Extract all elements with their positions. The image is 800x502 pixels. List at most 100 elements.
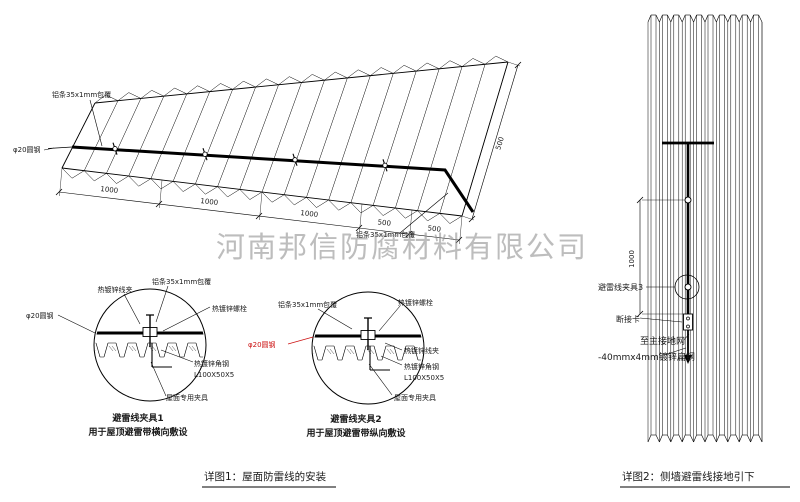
drawing-line [416, 62, 428, 72]
drawing-line [712, 14, 717, 23]
drawing-line [239, 189, 250, 200]
drawing-line [678, 434, 683, 443]
roof-isometric-drawing: 铝条35x1mm包覆 φ20圆钢 铝条35x1mm包覆 1000 1000 10… [13, 55, 522, 245]
drawing-line [670, 434, 675, 443]
label-round-steel-red: φ20圆钢 [248, 340, 276, 349]
drawing-line [659, 14, 663, 23]
drawing-line [307, 349, 311, 354]
drawing-line [409, 348, 415, 355]
label-aluminium-strip-top: 铝条35x1mm包覆 [52, 90, 111, 99]
drawing-line [143, 342, 149, 358]
drawing-line [373, 345, 379, 361]
label-angle-steel-spec: L100X50X5 [194, 371, 234, 379]
drawing-line [701, 14, 706, 23]
detail-circle-2-drawing [307, 291, 425, 405]
leader-line [57, 314, 96, 334]
clamp-mark [292, 157, 298, 163]
drawing-line [386, 348, 392, 355]
drawing-line [191, 345, 197, 352]
leader-line [43, 147, 55, 151]
drawing-line [369, 348, 375, 355]
label-aluminium-strip: 铝条35x1mm包覆 [278, 300, 337, 309]
drawing-line [188, 345, 194, 352]
dim-tick [636, 310, 644, 318]
drawing-line [468, 215, 476, 223]
leader-line-red [287, 336, 314, 345]
drawing-line [205, 186, 218, 195]
drawing-line [329, 348, 335, 355]
drawing-line [449, 215, 463, 224]
wall-corrugation [647, 14, 763, 443]
disconnect-card [683, 313, 693, 331]
drawing-line [171, 345, 177, 352]
label-roof-clamp: 屋面专用夹具 [394, 393, 436, 402]
wall-drawing: 1000 避雷线夹具3 断接卡 至主接地网 -40mmx4mm镀锌扁钢 [598, 14, 763, 443]
drawing-line [655, 14, 660, 23]
drawing-line [306, 197, 317, 208]
drawing-line [195, 89, 233, 185]
drawing-line [232, 80, 244, 90]
drawing-line [151, 90, 164, 97]
drawing-line [128, 175, 139, 187]
drawing-line [449, 60, 463, 67]
figure2-caption: 详图2：侧墙避雷线接地引下 [622, 470, 755, 483]
drawing-line [439, 213, 450, 224]
dim-1000-c: 1000 [300, 209, 319, 219]
leader-line [317, 308, 353, 330]
drawing-line [417, 210, 428, 222]
drawing-line [353, 345, 359, 361]
drawing-line [321, 345, 327, 361]
leader-line [683, 333, 690, 341]
drawing-line [395, 68, 440, 209]
drawing-line [439, 60, 451, 70]
drawing-line [335, 71, 348, 79]
drawing-line [84, 170, 95, 182]
drawing-line [160, 181, 174, 190]
label-to-main-ground: 至主接地网 [640, 335, 685, 347]
drawing-line [128, 345, 134, 352]
label-aluminium-strip-right: 铝条35x1mm包覆 [356, 230, 415, 239]
drawing-line [750, 14, 754, 23]
drawing-line [758, 434, 763, 443]
wall-clamp-mark [684, 196, 692, 204]
drawing-line [138, 178, 152, 187]
drawing-line [514, 61, 522, 69]
drawing-line [647, 14, 652, 23]
drawing-line [182, 183, 196, 192]
clamp-mark [112, 146, 118, 152]
label-round-steel: φ20圆钢 [26, 311, 54, 320]
drawing-line [495, 55, 509, 63]
drawing-line [324, 71, 336, 81]
drawing-line [735, 434, 740, 443]
drawing-line [380, 67, 394, 74]
drawing-line [393, 65, 405, 74]
drawing-line [195, 183, 206, 195]
drawing-line [361, 345, 367, 361]
label-angle-steel-spec: L100X50X5 [404, 374, 444, 382]
drawing-line [727, 14, 732, 23]
drawing-line [338, 202, 352, 211]
drawing-line [727, 434, 732, 443]
drawing-line [105, 94, 119, 101]
drawing-line [313, 345, 319, 361]
label-galvanized-bolt: 热镀锌螺栓 [398, 298, 433, 307]
drawing-line [347, 69, 359, 79]
drawing-line [84, 343, 88, 357]
drawing-line [95, 342, 101, 358]
drawing-line [83, 100, 119, 171]
drawing-line [349, 348, 355, 355]
lightning-wire [71, 145, 475, 213]
drawing-line [301, 74, 313, 83]
drawing-line [89, 346, 93, 351]
drawing-line [243, 80, 256, 88]
leader-line [150, 361, 167, 397]
drawing-line [712, 434, 717, 443]
detail-interior [84, 314, 205, 368]
drawing-line [455, 236, 463, 244]
drawing-line [471, 64, 519, 220]
drawing-line [61, 167, 73, 179]
drawing-line [59, 167, 63, 197]
drawing-line [140, 90, 152, 99]
drawing-line [355, 224, 363, 232]
drawing-line [681, 14, 686, 23]
